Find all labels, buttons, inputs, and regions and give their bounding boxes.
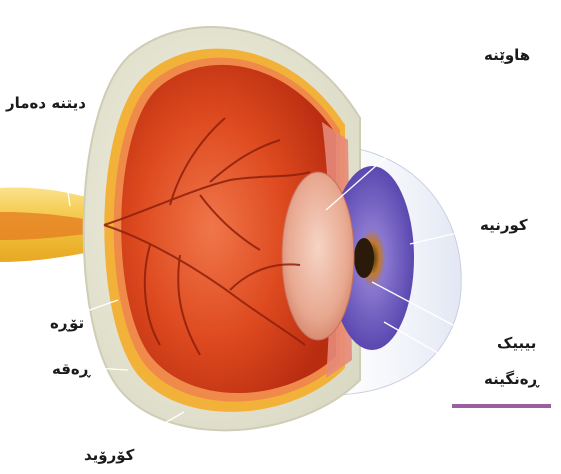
label-optic-nerve: دیتنە دەمار xyxy=(6,94,86,112)
label-pupil: بیبیک xyxy=(497,334,536,352)
label-sclera: ڕەقە xyxy=(52,360,90,378)
label-iris: ڕەنگینە xyxy=(484,370,539,388)
accent-bar xyxy=(452,404,551,408)
lens-shape xyxy=(282,172,354,340)
pupil-shape xyxy=(354,238,374,278)
label-choroid: کۆرۆید xyxy=(84,446,134,464)
label-retina: تۆڕە xyxy=(50,314,84,332)
label-lens: هاوێنە xyxy=(484,46,530,64)
label-cornea: کورنیە xyxy=(480,216,528,234)
